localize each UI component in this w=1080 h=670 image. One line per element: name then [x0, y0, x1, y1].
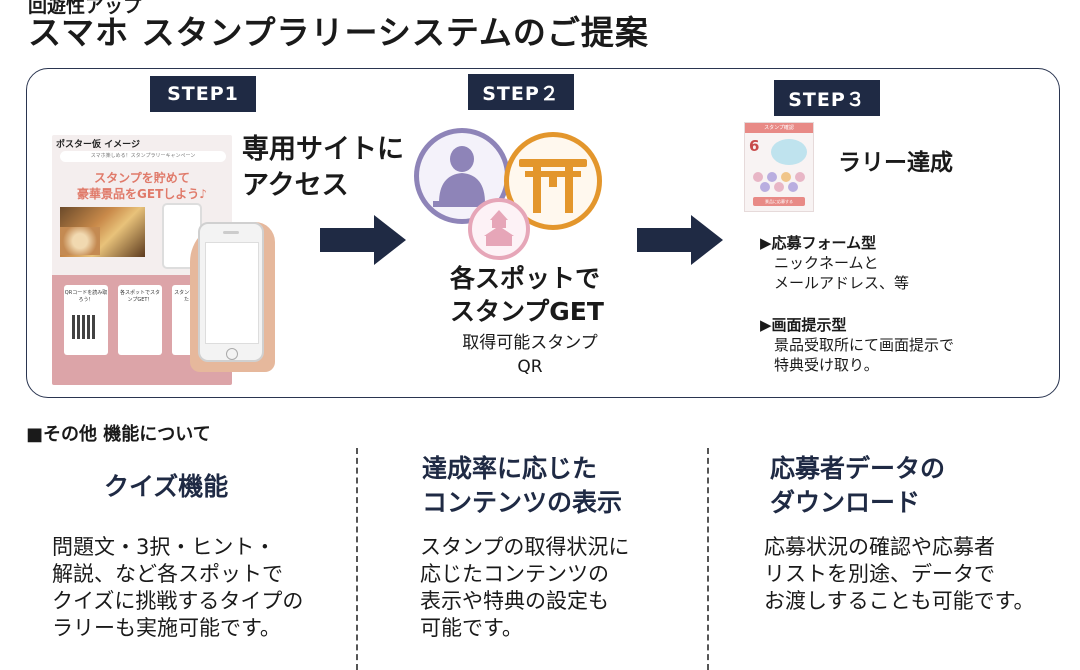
smartphone-icon [198, 222, 264, 362]
content-body-line-2: 応じたコンテンツの [420, 562, 609, 586]
step2-label-line-2: スタンプGET [450, 297, 604, 326]
screen-present-title: ▶画面提示型 [760, 316, 847, 334]
poster-catch-1: スタンプを貯めて [94, 171, 190, 185]
step1-label: 専用サイトに アクセス [242, 132, 404, 204]
stamp-card-screen: スタンプ確認 6 景品に応募する [744, 122, 814, 212]
step1-badge: STEP1 [150, 76, 256, 112]
poster-sub: スマホ楽しめる！スタンプラリーキャンペーン [60, 151, 226, 162]
download-feature-title-line-1: 応募者データの [770, 454, 946, 483]
poster-food-photo-2 [60, 227, 100, 255]
arrow-right-icon [637, 215, 723, 265]
download-feature-body: 応募状況の確認や応募者 リストを別途、データで お渡しすることも可能です。 [764, 534, 1034, 615]
step2-badge: STEP２ [468, 74, 574, 110]
download-body-line-3: お渡しすることも可能です。 [764, 589, 1035, 613]
header-kicker: 回遊性アップ [28, 0, 143, 17]
screen-present-line-1: 景品受取所にて画面提示で [774, 336, 955, 354]
poster-card-2: 各スポットでスタンプGET！ [118, 285, 162, 355]
screen-present-desc: 景品受取所にて画面提示で 特典受け取り。 [760, 335, 954, 375]
content-body-line-4: 可能です。 [420, 616, 523, 640]
screen-present-line-2: 特典受け取り。 [774, 356, 879, 374]
quiz-body-line-1: 問題文・3択・ヒント・ [52, 535, 276, 559]
apply-form-line-2: メールアドレス、等 [774, 274, 910, 292]
quiz-feature-title: クイズ機能 [104, 470, 228, 504]
content-body-line-1: スタンプの取得状況に [420, 535, 630, 559]
apply-form-desc: ニックネームと メールアドレス、等 [760, 253, 909, 293]
step2-caption: 取得可能スタンプ QR [446, 331, 614, 379]
steps-panel [26, 68, 1060, 398]
screen-present-item: ▶画面提示型 景品受取所にて画面提示で 特典受け取り。 [760, 314, 954, 375]
content-feature-title-line-1: 達成率に応じた [422, 454, 598, 483]
phone-camera [223, 231, 239, 234]
qr-code-icon [72, 315, 96, 339]
download-body-line-1: 応募状況の確認や応募者 [764, 535, 995, 559]
poster-head: ポスター仮 イメージ [56, 140, 140, 150]
content-feature-title: 達成率に応じた コンテンツの表示 [422, 452, 622, 520]
apply-form-title: ▶応募フォーム型 [760, 234, 877, 252]
divider-1 [356, 448, 358, 670]
download-feature-title: 応募者データの ダウンロード [770, 452, 945, 520]
arrow-right-icon [320, 215, 406, 265]
step1-label-line-2: アクセス [242, 170, 349, 201]
quiz-body-line-3: クイズに挑戦するタイプの [52, 589, 304, 613]
quiz-feature-title-line-1: クイズ機能 [104, 472, 229, 501]
poster-catch-2: 豪華景品をGETしよう♪ [77, 187, 207, 201]
page-title: スマホ スタンプラリーシステムのご提案 [28, 13, 649, 52]
download-body-line-2: リストを別途、データで [764, 562, 995, 586]
step3-badge: STEP３ [774, 80, 880, 116]
stamps-illustration [414, 118, 614, 260]
step1-label-line-1: 専用サイトに [242, 134, 404, 165]
quiz-body-line-4: ラリーも実施可能です。 [52, 616, 281, 640]
castle-stamp-icon [468, 198, 530, 260]
step2-caption-line-1: 取得可能スタンプ [462, 333, 598, 353]
quiz-feature-body: 問題文・3択・ヒント・ 解説、など各スポットで クイズに挑戦するタイプの ラリー… [52, 534, 303, 642]
quiz-body-line-2: 解説、など各スポットで [52, 562, 283, 586]
other-features-heading: ■その他 機能について [26, 424, 211, 445]
content-body-line-3: 表示や特典の設定も [420, 589, 609, 613]
tablet-count: 6 [749, 137, 760, 155]
step2-caption-line-2: QR [517, 357, 543, 377]
download-feature-title-line-2: ダウンロード [770, 488, 921, 517]
tablet-header: スタンプ確認 [745, 123, 813, 133]
content-feature-title-line-2: コンテンツの表示 [422, 488, 623, 517]
step3-label: ラリー達成 [838, 150, 953, 176]
step2-label: 各スポットで スタンプGET [450, 262, 604, 328]
tablet-stamp-grid [751, 171, 807, 193]
divider-2 [707, 448, 709, 670]
content-feature-body: スタンプの取得状況に 応じたコンテンツの 表示や特典の設定も 可能です。 [420, 534, 629, 642]
phone-home-button [226, 348, 238, 360]
apply-form-line-1: ニックネームと [774, 254, 879, 272]
tablet-stamp-circle [771, 139, 807, 165]
phone-screen [205, 242, 259, 344]
step2-label-line-1: 各スポットで [450, 264, 601, 293]
apply-form-item: ▶応募フォーム型 ニックネームと メールアドレス、等 [760, 232, 909, 293]
tablet-apply-button: 景品に応募する [753, 197, 805, 206]
